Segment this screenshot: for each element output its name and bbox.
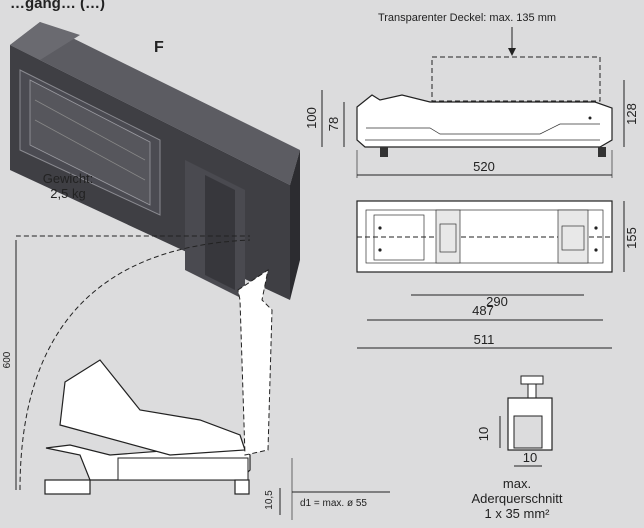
dim-155: 155	[624, 227, 639, 249]
dim-128: 128	[624, 103, 639, 125]
dim-487: 487	[472, 303, 494, 318]
weight-label: Gewicht:	[43, 171, 94, 186]
cover-arrowhead	[508, 48, 516, 56]
product-letter: F	[154, 39, 164, 56]
header-cut-text: …gang… (…)	[10, 0, 105, 12]
dim-100: 100	[304, 107, 319, 129]
clamp-w10: 10	[523, 450, 537, 465]
d1-label: d1 = max. ø 55	[300, 498, 367, 509]
dim-511: 511	[474, 332, 495, 347]
cable-note-line3: 1 x 35 mm²	[484, 506, 550, 521]
clamp-detail	[507, 375, 553, 451]
side-view	[356, 56, 613, 157]
cable-note-line2: Aderquerschnitt	[471, 491, 562, 506]
top-view	[356, 200, 613, 273]
dim-290: 290	[486, 294, 508, 309]
cable-note-line1: max.	[503, 476, 531, 491]
cover-label: Transparenter Deckel: max. 135 mm	[378, 12, 556, 24]
dim-520: 520	[473, 159, 495, 174]
product-photo	[10, 22, 300, 300]
clamp-h10: 10	[476, 427, 491, 441]
weight-value: 2,5 kg	[50, 186, 85, 201]
dim-78: 78	[326, 117, 341, 131]
dim-10-5: 10,5	[264, 490, 275, 510]
open-view	[16, 235, 273, 495]
dim-600: 600	[2, 351, 13, 368]
